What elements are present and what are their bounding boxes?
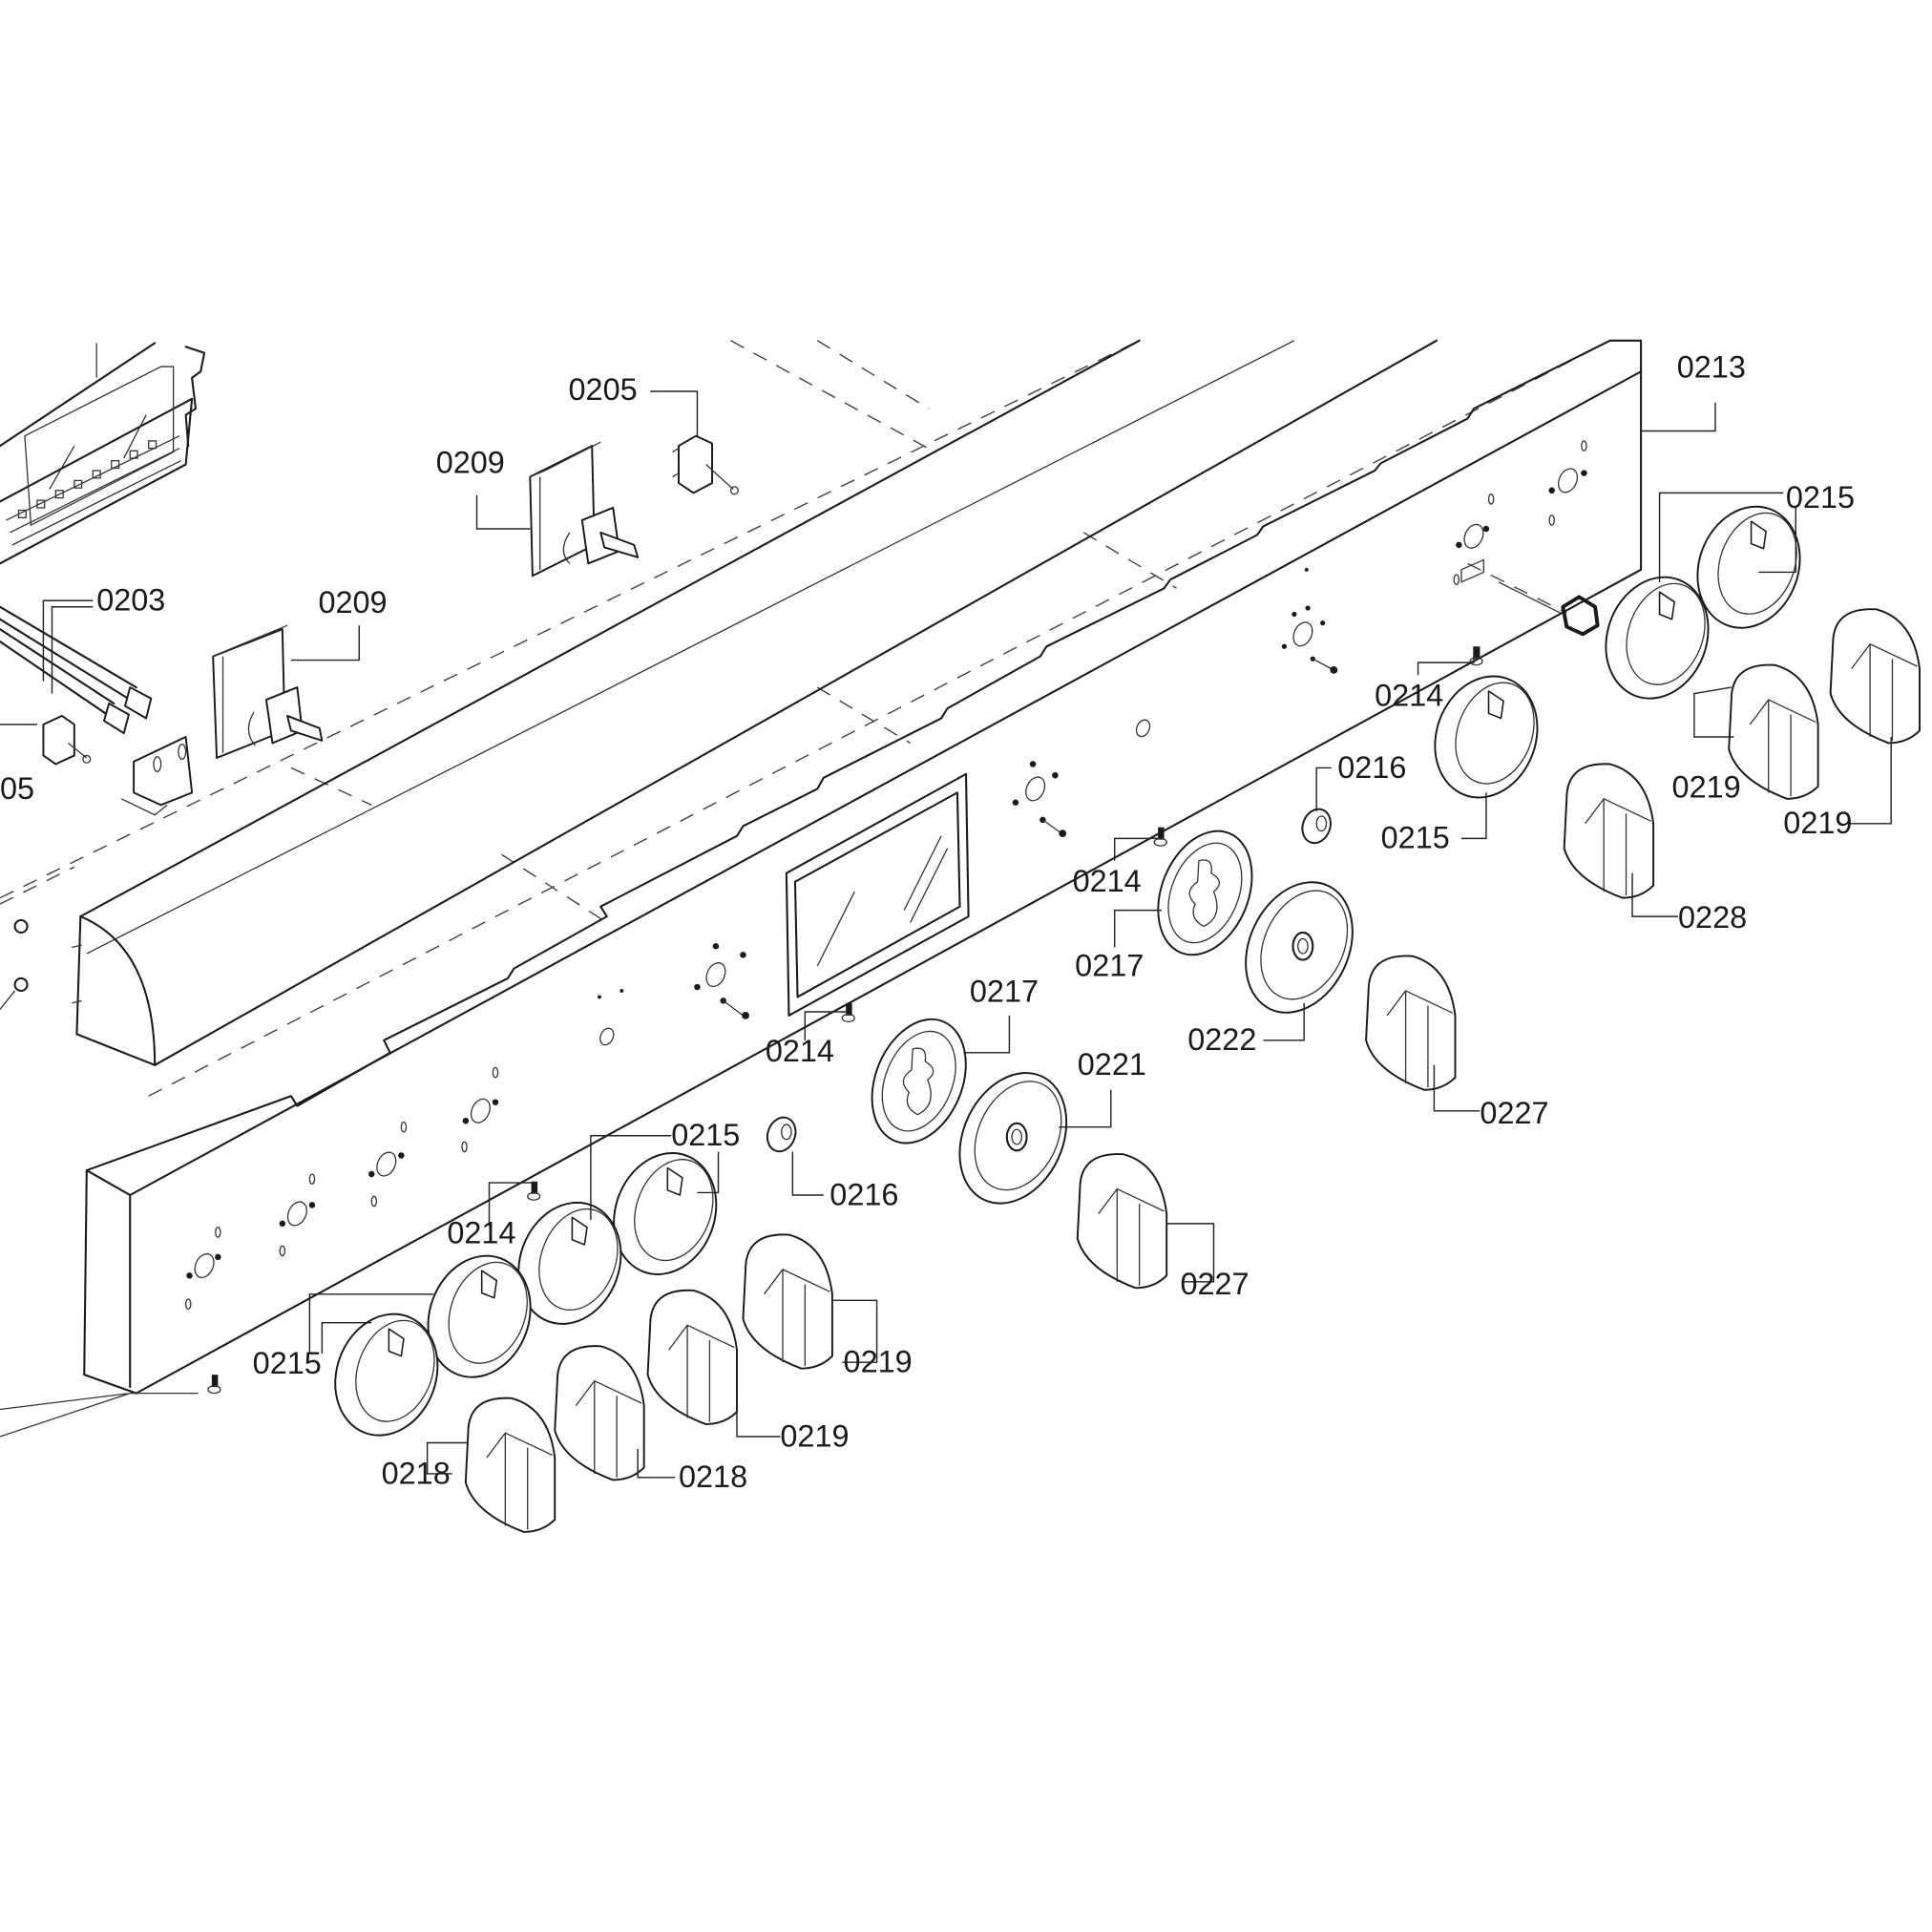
part-label-0219: 0219 bbox=[1672, 770, 1741, 805]
control-knob bbox=[1563, 763, 1655, 899]
panel-screws bbox=[207, 646, 1483, 1395]
leader-lines bbox=[0, 390, 1892, 1479]
trim-bar bbox=[72, 339, 1438, 1066]
mounting-guide-lines bbox=[0, 340, 1610, 1097]
part-label-0216: 0216 bbox=[1337, 750, 1406, 785]
control-knob bbox=[1829, 608, 1921, 745]
part-label-0203: 0203 bbox=[96, 583, 165, 618]
part-label-0219: 0219 bbox=[1783, 806, 1852, 840]
part-label-0222: 0222 bbox=[1187, 1022, 1256, 1057]
escutcheon-plate bbox=[1157, 830, 1253, 956]
knob-ring bbox=[427, 1254, 532, 1378]
rotary-switch-upper bbox=[529, 441, 640, 578]
control-knob bbox=[554, 1345, 645, 1481]
part-label-0205: 0205 bbox=[569, 372, 638, 407]
control-panel bbox=[0, 339, 1643, 1438]
part-label-0214: 0214 bbox=[1375, 679, 1443, 713]
spacers bbox=[766, 808, 1332, 1153]
spacer bbox=[1301, 808, 1332, 845]
temperature-probes bbox=[0, 605, 153, 735]
part-label-0227: 0227 bbox=[1480, 1096, 1548, 1130]
escutcheon-plate bbox=[871, 1018, 967, 1144]
knob-bezel bbox=[958, 1072, 1068, 1205]
part-label-0227: 0227 bbox=[1180, 1267, 1249, 1301]
part-label-0217: 0217 bbox=[970, 975, 1039, 1009]
part-label-0214: 0214 bbox=[766, 1034, 834, 1068]
part-label-0215: 0215 bbox=[253, 1346, 322, 1380]
control-knob bbox=[1076, 1153, 1168, 1290]
part-label-0209: 0209 bbox=[318, 585, 387, 620]
spacer bbox=[766, 1116, 797, 1153]
knob-ring bbox=[613, 1152, 718, 1275]
knob-ring bbox=[1434, 675, 1539, 799]
control-knob bbox=[1365, 955, 1457, 1091]
knob-rings bbox=[334, 505, 1801, 1437]
part-label-0209: 0209 bbox=[436, 446, 505, 480]
part-label-0216: 0216 bbox=[830, 1177, 898, 1211]
part-label-0218: 0218 bbox=[382, 1456, 451, 1490]
display-window bbox=[785, 772, 970, 1017]
rotary-switch-lower bbox=[212, 624, 324, 760]
toggle-switch bbox=[672, 434, 739, 495]
part-label-0228: 0228 bbox=[1678, 900, 1747, 934]
part-label-0221: 0221 bbox=[1078, 1047, 1146, 1082]
control-knobs bbox=[464, 608, 1921, 1533]
part-label-0213: 0213 bbox=[1677, 350, 1746, 385]
part-label-0215: 0215 bbox=[671, 1118, 740, 1152]
part-label-0205-partial: 05 bbox=[0, 771, 34, 806]
part-label-0214: 0214 bbox=[447, 1216, 515, 1250]
panel-clip bbox=[1498, 581, 1600, 637]
control-knob bbox=[742, 1233, 833, 1370]
part-labels: 0205 0209 0209 0203 05 0213 0215 0214 02… bbox=[0, 350, 1855, 1495]
knob-bezel bbox=[1245, 881, 1354, 1014]
left-edge-fasteners bbox=[0, 918, 29, 1010]
knob-ring bbox=[334, 1312, 439, 1437]
knob-ring bbox=[1605, 576, 1710, 700]
part-label-0219: 0219 bbox=[844, 1345, 913, 1379]
part-label-0219: 0219 bbox=[780, 1418, 849, 1453]
part-label-0218: 0218 bbox=[679, 1460, 747, 1494]
knob-ring bbox=[1696, 505, 1801, 629]
control-knob bbox=[1728, 663, 1819, 800]
electronic-control-module bbox=[0, 342, 206, 565]
knob-bezels bbox=[958, 881, 1354, 1205]
mounting-bracket bbox=[120, 736, 194, 816]
toggle-switch-left bbox=[42, 714, 92, 766]
part-label-0214: 0214 bbox=[1073, 864, 1142, 898]
escutcheon-plates bbox=[871, 830, 1253, 1144]
control-knob bbox=[464, 1396, 556, 1533]
part-label-0215: 0215 bbox=[1786, 480, 1855, 514]
control-knob bbox=[646, 1289, 738, 1426]
part-label-0215: 0215 bbox=[1381, 821, 1450, 855]
part-label-0217: 0217 bbox=[1075, 948, 1144, 982]
panel-control-holes bbox=[184, 440, 1587, 1311]
